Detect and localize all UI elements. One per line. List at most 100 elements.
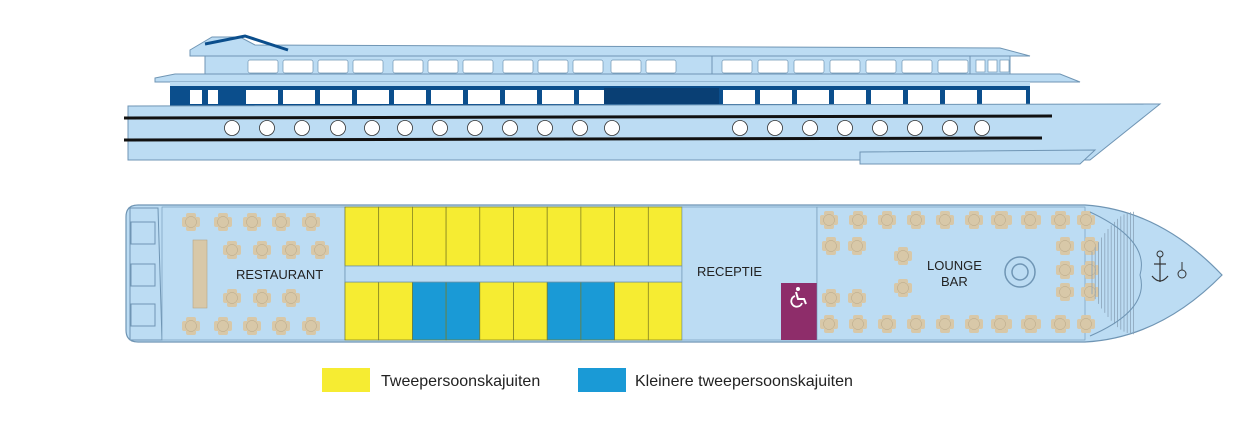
cabin-double [513, 281, 548, 341]
table-icon [849, 315, 867, 333]
cabin-double [513, 206, 548, 267]
window [975, 59, 986, 73]
rub-rail-top [123, 114, 1053, 120]
cabin-double [546, 206, 582, 267]
main-deck-windows [190, 88, 1026, 104]
table-top [994, 214, 1006, 226]
table-icon [936, 315, 954, 333]
table-icon [223, 241, 241, 259]
porthole [330, 120, 346, 136]
cabin-small_double [412, 281, 447, 341]
table-icon [907, 211, 925, 229]
table-top [897, 250, 909, 262]
sun-deck [189, 36, 1031, 57]
table-top [968, 318, 980, 330]
table-icon [253, 241, 271, 259]
cabin-double [479, 206, 514, 267]
table-top [939, 214, 951, 226]
table-top [217, 320, 229, 332]
table-top [285, 292, 297, 304]
table-top [1084, 264, 1096, 276]
porthole [364, 120, 380, 136]
table-icon [822, 289, 840, 307]
table-top [275, 320, 287, 332]
table-icon [822, 237, 840, 255]
window [392, 59, 424, 74]
porthole [432, 120, 448, 136]
porthole [397, 120, 413, 136]
window [1012, 90, 1026, 104]
table-icon [1081, 237, 1099, 255]
table-icon [243, 213, 261, 231]
window [502, 59, 534, 74]
table-top [217, 216, 229, 228]
cabin-double [378, 281, 413, 341]
table-icon [1081, 261, 1099, 279]
legend-swatch-small-double [578, 368, 626, 392]
table-top [1024, 318, 1036, 330]
table-top [825, 240, 837, 252]
window [190, 90, 202, 104]
rub-rail-bottom [123, 136, 1043, 142]
table-top [823, 214, 835, 226]
table-icon [1077, 211, 1095, 229]
table-icon [1056, 261, 1074, 279]
cabin-small_double [445, 281, 481, 341]
window [945, 90, 977, 104]
table-icon [991, 211, 1009, 229]
bow-steps [1089, 211, 1142, 337]
table-icon [1021, 315, 1039, 333]
window [394, 90, 426, 104]
table-top [910, 214, 922, 226]
table-top [851, 292, 863, 304]
table-top [825, 292, 837, 304]
window [579, 90, 611, 104]
accessible-cabin [781, 283, 817, 340]
table-icon [820, 315, 838, 333]
porthole [502, 120, 518, 136]
reception-label: RECEPTIE [697, 264, 762, 279]
table-top [314, 244, 326, 256]
porthole [907, 120, 923, 136]
table-icon [311, 241, 329, 259]
table-top [1024, 214, 1036, 226]
table-top [851, 240, 863, 252]
table-top [226, 244, 238, 256]
cabin-double [580, 206, 615, 267]
table-icon [272, 213, 290, 231]
cabin-corridor [344, 265, 683, 283]
table-top [246, 216, 258, 228]
stern-platform [129, 207, 163, 341]
porthole [767, 120, 783, 136]
upper-overhang [154, 73, 1081, 83]
table-top [852, 214, 864, 226]
lounge-label-line1: LOUNGE [927, 258, 982, 273]
table-icon [849, 211, 867, 229]
window [937, 59, 969, 74]
table-top [910, 318, 922, 330]
window [357, 90, 389, 104]
table-top [994, 318, 1006, 330]
window [721, 59, 753, 74]
table-top [305, 216, 317, 228]
table-icon [1081, 283, 1099, 301]
table-top [185, 216, 197, 228]
table-top [1059, 240, 1071, 252]
table-icon [878, 211, 896, 229]
table-icon [848, 237, 866, 255]
window [645, 59, 677, 74]
cabin-double [378, 206, 413, 267]
cabin-double [479, 281, 514, 341]
table-top [256, 244, 268, 256]
table-top [305, 320, 317, 332]
stern-bench-mid [130, 263, 156, 287]
cabin-double [614, 281, 649, 341]
cabin-double [344, 281, 380, 341]
table-icon [182, 213, 200, 231]
porthole [732, 120, 748, 136]
table-icon [302, 317, 320, 335]
upper-deck-windows [247, 56, 1010, 78]
porthole [259, 120, 275, 136]
table-icon [282, 241, 300, 259]
